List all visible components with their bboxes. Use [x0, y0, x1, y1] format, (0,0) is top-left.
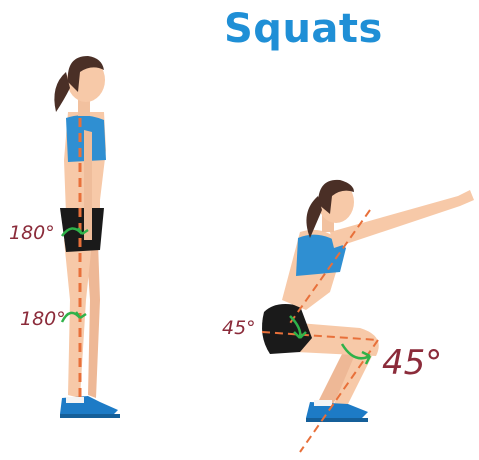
squatting-figure — [262, 180, 474, 452]
squat-hip-angle: 45° — [222, 317, 256, 339]
squat-knee-angle: 45° — [382, 343, 442, 383]
standing-knee-angle: 180° — [20, 308, 66, 330]
standing-figure — [54, 56, 120, 418]
squat-shorts — [262, 304, 312, 354]
standing-hip-angle: 180° — [9, 222, 55, 244]
